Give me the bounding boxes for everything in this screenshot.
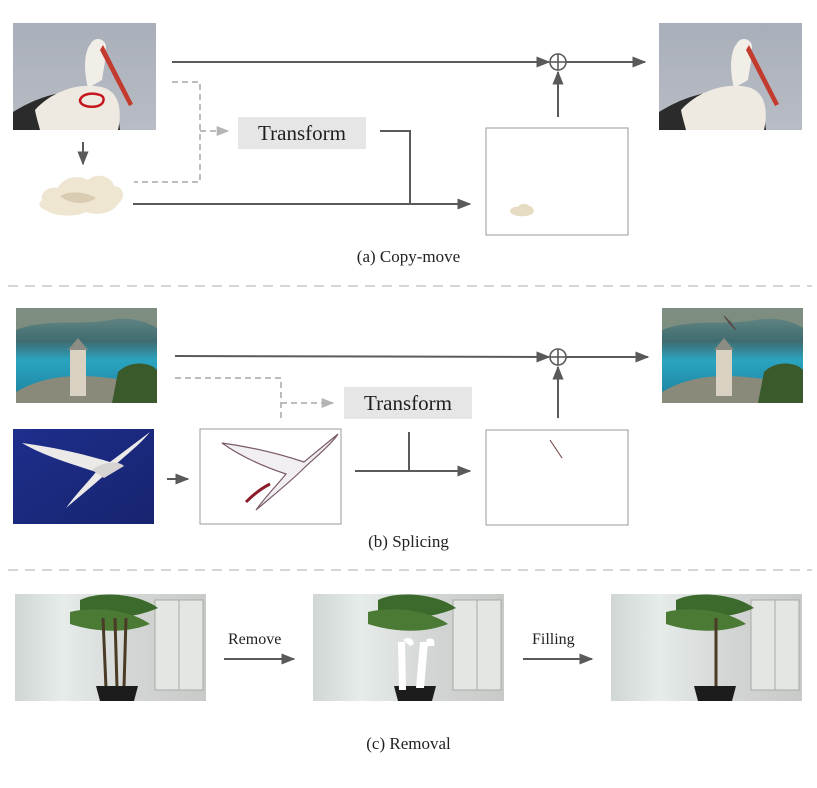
stork-source-image [13,23,156,130]
remove-label: Remove [228,631,282,648]
copy-move-panel [13,23,802,236]
copied-patch [39,175,123,216]
splicing-panel [13,308,803,526]
copied-region-outline [78,92,105,108]
filling-label: Filling [532,631,575,648]
plant-masked-image [313,594,504,701]
extracted-bird [221,433,339,511]
removal-panel [15,594,802,701]
splicing-caption: (b) Splicing [368,532,449,551]
arrow-harbor-to-combine [174,351,551,363]
extracted-bird-frame [199,428,342,525]
dashed-arrow-to-transform [175,377,282,420]
stork-result-image [659,23,802,130]
plant-filled-image [611,594,802,701]
removal-stroke-mask [398,637,435,690]
removal-caption: (c) Removal [366,734,451,753]
transform-box: Transform [238,117,366,149]
pasted-patch [510,203,534,217]
arrow-transform-out [380,130,411,204]
copy-move-caption: (a) Copy-move [356,247,461,266]
pasted-bird [549,439,563,459]
copy-move-mask-frame [485,127,629,236]
bird-source-image [13,429,154,524]
dashed-arrow-to-transform [134,81,201,183]
splicing-mask-frame [485,429,629,526]
plant-original-image [15,594,206,701]
transform-box: Transform [344,387,472,419]
harbor-source-image [16,308,157,403]
harbor-result-image [662,308,803,403]
